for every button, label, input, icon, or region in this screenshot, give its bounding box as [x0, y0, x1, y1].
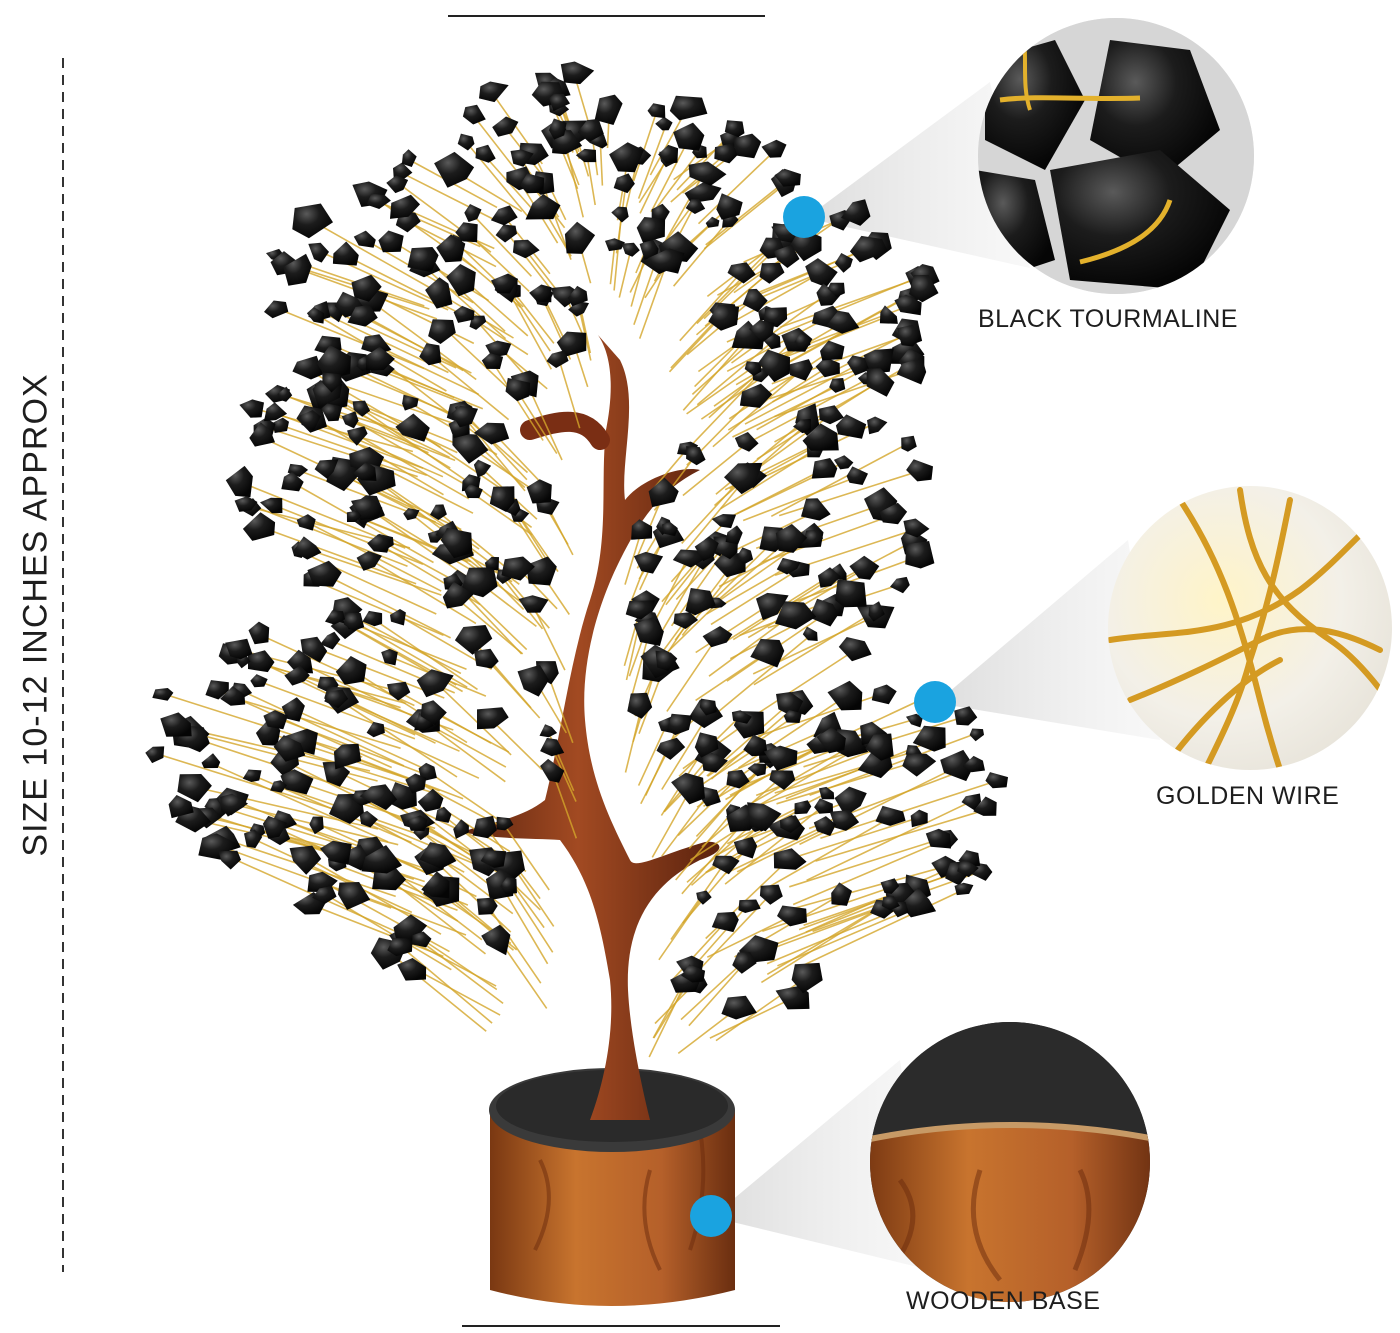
zoom-cone-base: [712, 1060, 930, 1270]
size-label: SIZE 10-12 INCHES APPROX: [16, 373, 55, 857]
dimension-lines: [62, 15, 780, 1327]
zoom-circle-tourmaline: [978, 18, 1254, 294]
zoom-cone-wire: [936, 540, 1160, 740]
callout-markers: [690, 196, 956, 1237]
tourmaline-stones: [145, 61, 1008, 1020]
label-golden-wire: GOLDEN WIRE: [1156, 782, 1340, 810]
marker-wire: [914, 681, 956, 723]
label-black-tourmaline: BLACK TOURMALINE: [978, 305, 1238, 333]
zoom-circle-base: [870, 1022, 1150, 1302]
label-wooden-base: WOODEN BASE: [906, 1287, 1101, 1315]
marker-tourmaline: [783, 196, 825, 238]
zoom-circle-wire: [1108, 486, 1392, 770]
marker-base: [690, 1195, 732, 1237]
tree-trunk: [462, 335, 720, 1120]
